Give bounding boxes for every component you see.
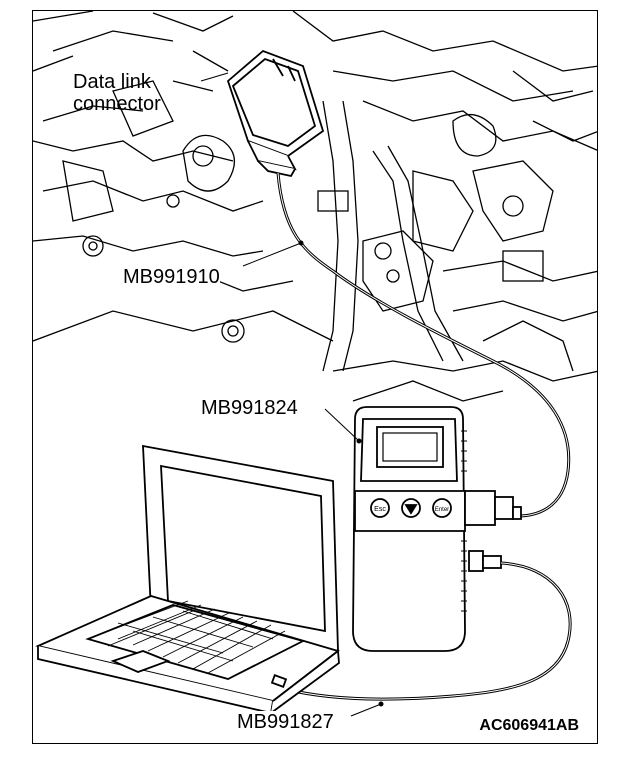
device-button-esc: Esc [374,506,386,513]
cable-mb991910-label: MB991910 [123,266,220,288]
data-link-connector-label-line2: connector [73,93,161,115]
data-link-connector-label: Data link connector [73,71,161,115]
engine-bay-background [33,11,597,402]
data-link-connector-plug [226,49,325,178]
data-link-connector-label-line1: Data link [73,71,151,93]
device-mb991824-label: MB991824 [201,397,298,419]
leader-lines [200,72,384,717]
device-button-enter: Enter [435,507,449,513]
illustration-frame: Esc Enter [32,10,598,744]
cable-mb991827 [284,561,572,701]
mb991824-device [352,406,522,652]
cable-mb991910 [276,172,571,518]
figure-code: AC606941AB [479,717,579,734]
cable-mb991827-label: MB991827 [237,711,334,733]
laptop-pc [35,444,340,715]
diagram-drawing: Esc Enter [33,11,597,717]
